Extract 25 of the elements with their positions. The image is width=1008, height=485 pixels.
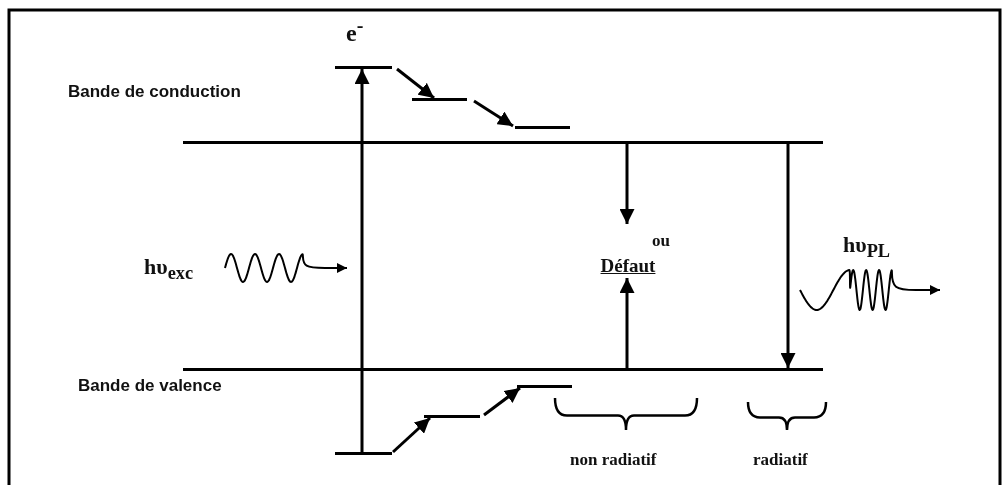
arrow (619, 278, 635, 368)
energy-level-line (412, 98, 467, 101)
electron-symbol: e$^{-}$ (346, 14, 364, 47)
energy-level-line (335, 66, 392, 69)
conjunction-label: ou (652, 232, 670, 251)
energy-level-line (515, 126, 570, 129)
arrow (619, 144, 635, 224)
energy-level-line (424, 415, 480, 418)
energy-level-line (517, 385, 572, 388)
process-label: non radiatif (570, 451, 657, 470)
energy-level-line (335, 452, 392, 455)
process-label: radiatif (753, 451, 808, 470)
defect-label: Défaut (595, 254, 661, 278)
band-label: Bande de valence (78, 377, 222, 396)
energy-level-line (183, 368, 823, 371)
photon-energy-label: hυ$_{PL}$ (843, 233, 891, 262)
arrow (483, 386, 521, 417)
band-label: Bande de conduction (68, 83, 241, 102)
arrow (780, 144, 796, 368)
photon-energy-label: hυ$_{exc}$ (144, 255, 194, 284)
arrow (473, 99, 514, 128)
arrow (392, 416, 431, 454)
arrow (354, 69, 370, 452)
energy-level-line (183, 141, 823, 144)
arrow (396, 67, 435, 100)
